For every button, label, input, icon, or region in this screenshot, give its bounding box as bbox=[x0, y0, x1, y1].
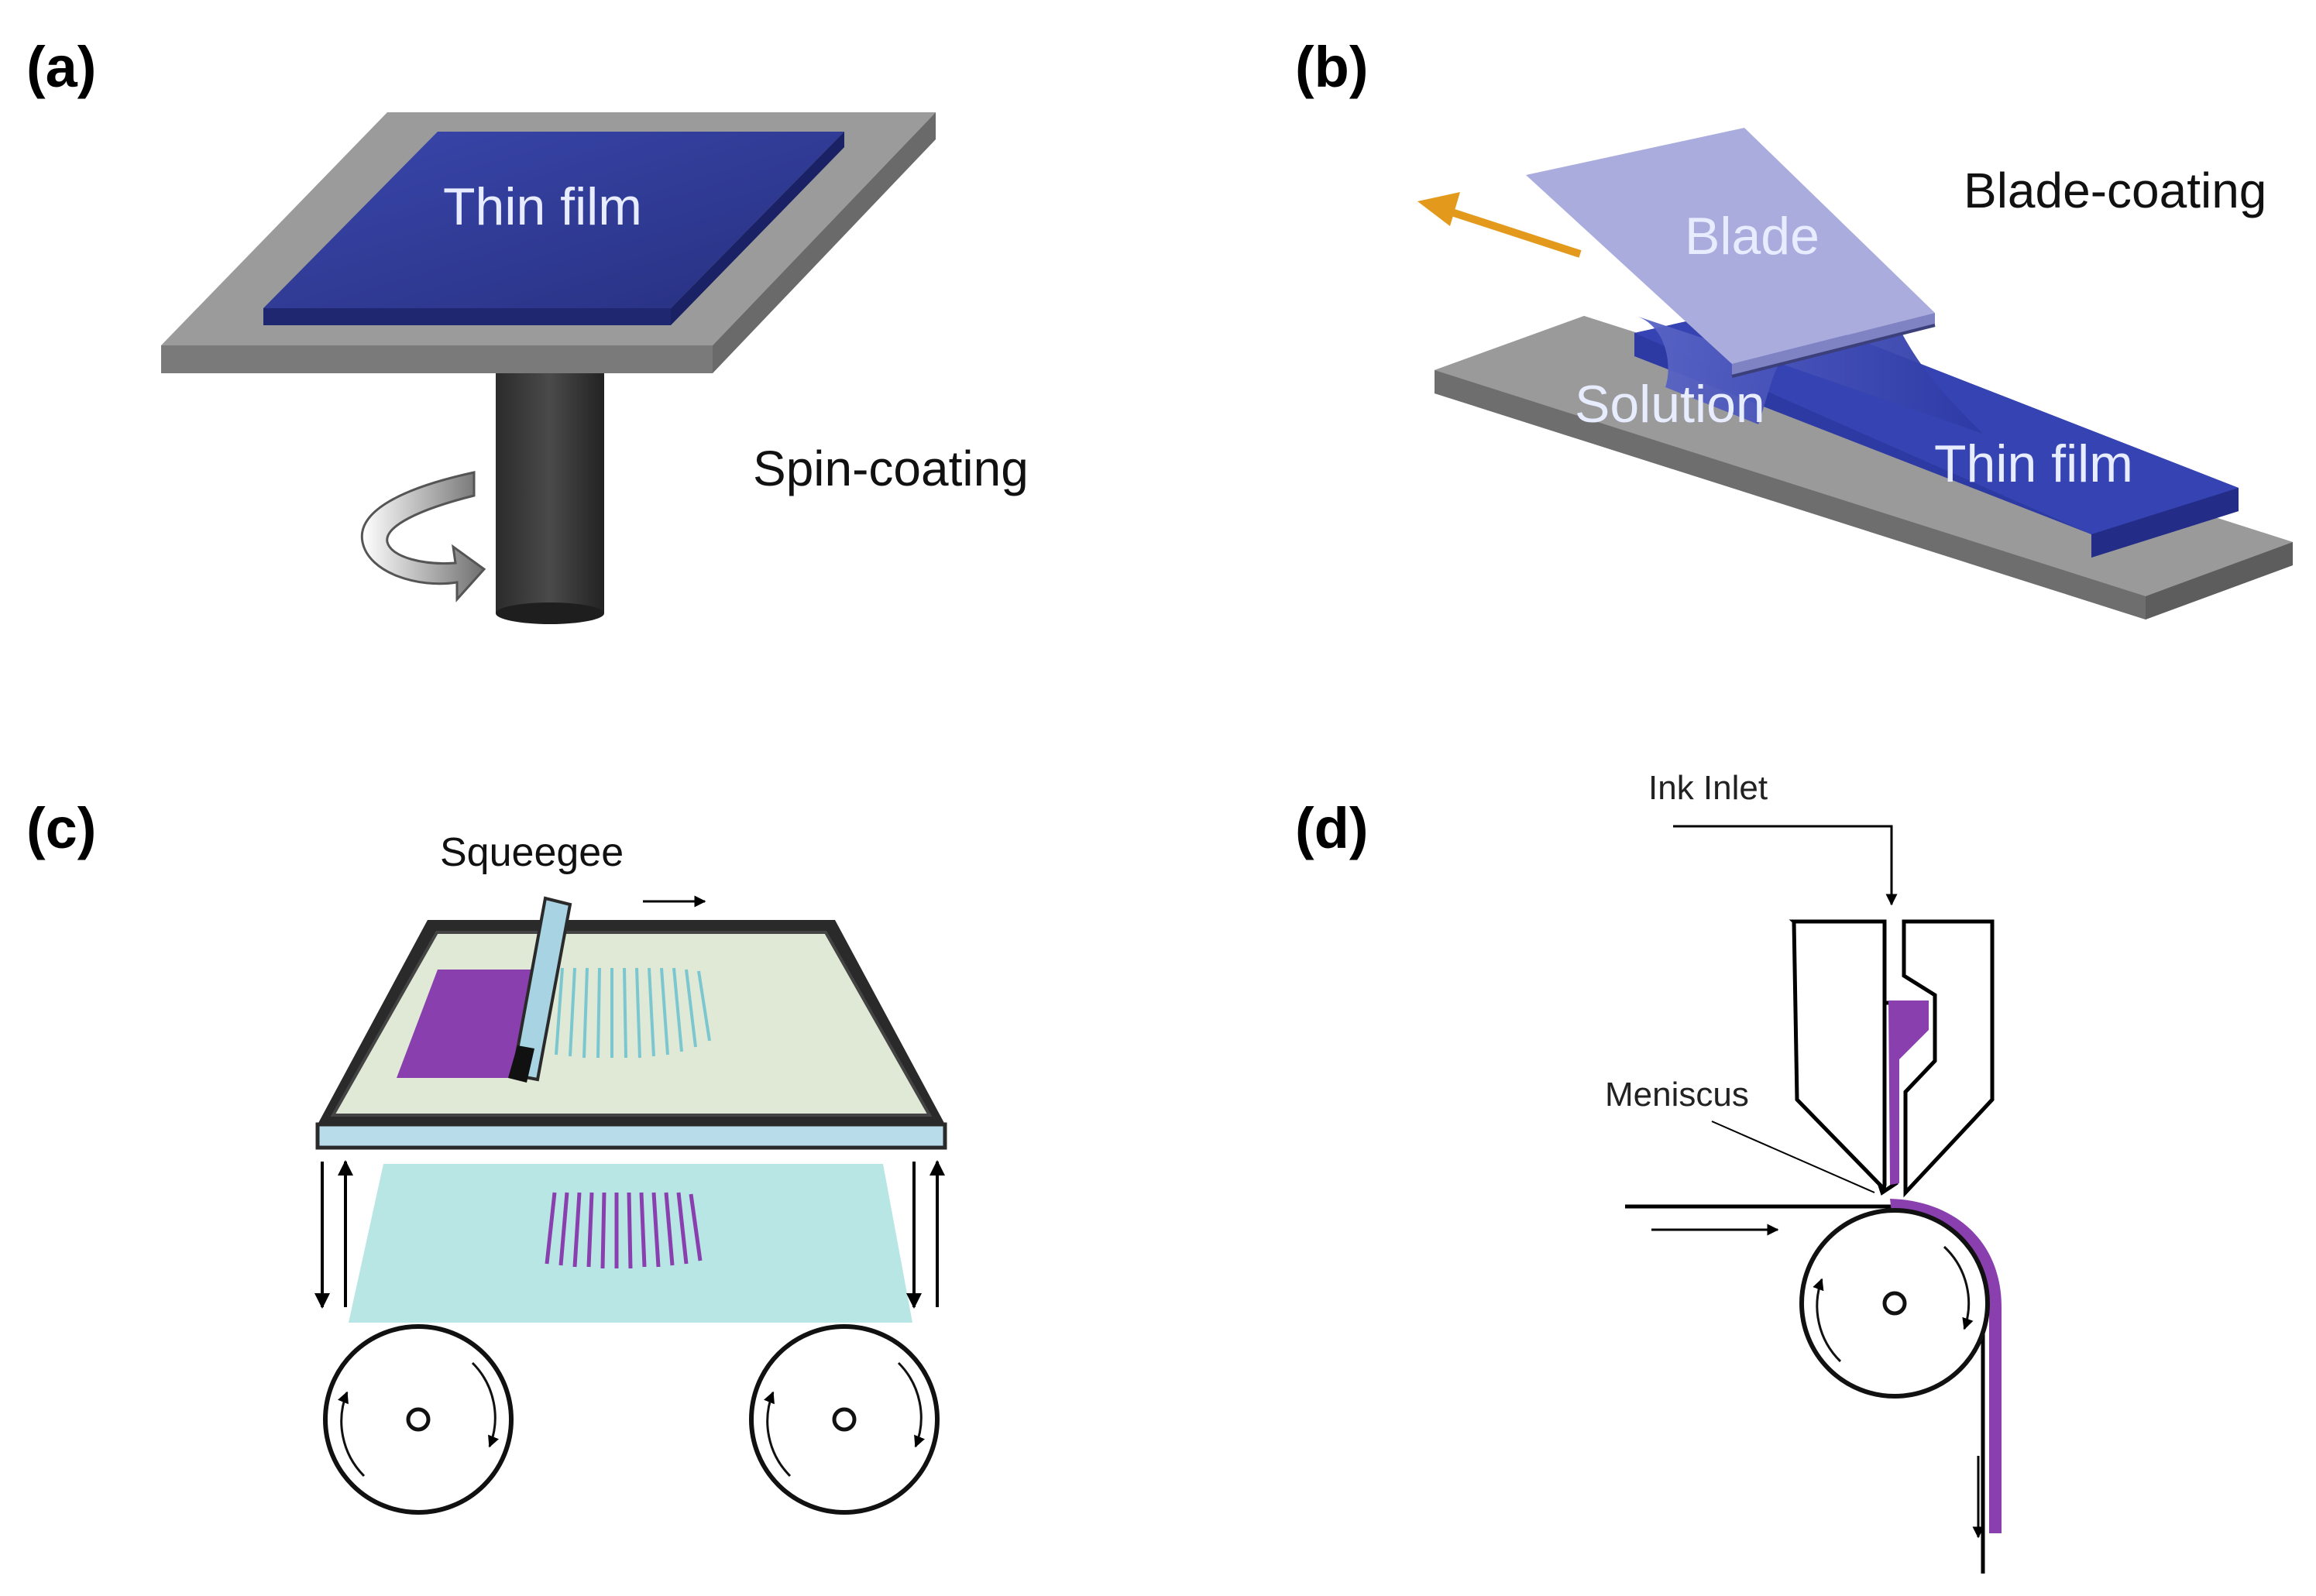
slot-ink bbox=[1888, 1001, 1929, 1185]
printed-pattern bbox=[545, 1192, 703, 1269]
nozzle-left-block bbox=[1792, 919, 1887, 1193]
left-roller bbox=[323, 1324, 514, 1515]
ink-inlet-label: Ink Inlet bbox=[1648, 769, 1768, 807]
panel-c-label: (c) bbox=[26, 796, 96, 860]
squeegee-label: Squeegee bbox=[440, 830, 624, 875]
panel-c: (c) Squeege bbox=[26, 796, 947, 1515]
blade-direction-arrow-icon bbox=[1417, 192, 1582, 258]
spin-film-label: Thin film bbox=[443, 177, 642, 236]
meniscus-label: Meniscus bbox=[1605, 1076, 1749, 1114]
meniscus-pointer bbox=[1711, 1121, 1875, 1193]
panel-a-label: (a) bbox=[26, 35, 96, 99]
spin-thin-film bbox=[263, 132, 844, 325]
panel-b: (b) Blade Blade-coating Solu bbox=[1295, 35, 2293, 620]
nozzle-right-block bbox=[1902, 919, 1995, 1198]
squeegee bbox=[508, 896, 572, 1083]
blade-substrate bbox=[1435, 316, 2293, 620]
coating-roller bbox=[1799, 1208, 1990, 1399]
spin-post bbox=[496, 373, 604, 624]
screen-frame bbox=[315, 920, 947, 1150]
blade-label: Blade bbox=[1685, 207, 1819, 266]
panel-d-label: (d) bbox=[1295, 796, 1369, 860]
spin-coating-title: Spin-coating bbox=[753, 441, 1029, 496]
panel-b-label: (b) bbox=[1295, 35, 1369, 99]
panel-d: (d) Ink Inlet Meniscus bbox=[1295, 769, 2002, 1574]
blade-coating-title: Blade-coating bbox=[1964, 163, 2266, 218]
rotation-arrow-icon bbox=[360, 471, 486, 602]
panel-a: (a) Thin film Spin-coating bbox=[26, 35, 1029, 624]
ink-inlet-arrow-icon bbox=[1673, 825, 1898, 906]
right-roller bbox=[749, 1324, 940, 1515]
solution-label: Solution bbox=[1575, 375, 1765, 434]
screen-lift-arrows-icon bbox=[314, 1160, 945, 1309]
blade-film-label: Thin film bbox=[1934, 434, 2133, 493]
screen-ink bbox=[397, 970, 542, 1078]
blade bbox=[1526, 128, 1936, 378]
